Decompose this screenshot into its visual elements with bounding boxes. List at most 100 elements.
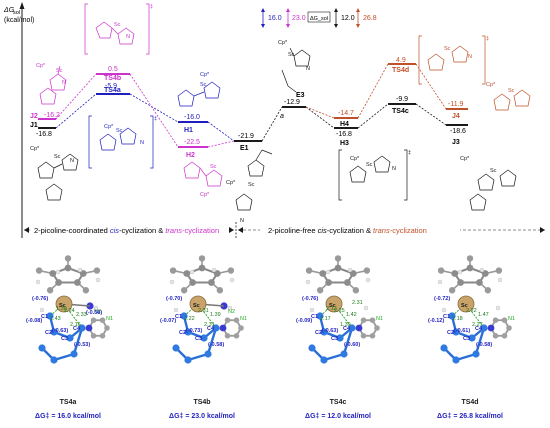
pyridyl-carbon bbox=[501, 317, 508, 324]
methyl-carbon bbox=[180, 287, 188, 294]
svg-text:N: N bbox=[62, 80, 66, 86]
svg-text:N: N bbox=[140, 140, 144, 146]
atom-label-c1: C1 bbox=[443, 314, 450, 320]
level-labels: J1 -16.8 J2 -16.2 TS4a -5.9 TS4b 0.5 H1 … bbox=[30, 57, 466, 159]
methyl-carbon bbox=[316, 287, 324, 294]
scandium-atom bbox=[325, 295, 343, 313]
substrate-carbon bbox=[184, 356, 192, 364]
substrate-carbon bbox=[50, 356, 58, 364]
path-magenta bbox=[55, 73, 235, 148]
scandium-atom bbox=[55, 295, 73, 313]
hydrogen-atom bbox=[309, 307, 315, 313]
charge-label: (-0.07) bbox=[160, 318, 176, 324]
structure-E1-sketch: Cp* Sc N bbox=[226, 149, 273, 224]
label-H4: H4 bbox=[340, 121, 349, 128]
ts-energy-TS4b: ΔG‡ = 23.0 kcal/mol bbox=[169, 413, 235, 420]
substrate-carbon bbox=[172, 344, 180, 352]
substrate-carbon bbox=[452, 328, 460, 336]
legend-value-blue: 16.0 bbox=[268, 15, 282, 22]
svg-text:N: N bbox=[306, 66, 310, 72]
methyl-carbon bbox=[305, 267, 313, 274]
legend-box bbox=[307, 11, 331, 23]
hydrogen-atom bbox=[305, 279, 311, 285]
distance-label: 1.47 bbox=[478, 312, 489, 318]
distance-label: 1.39 bbox=[56, 306, 67, 312]
methyl-carbon bbox=[198, 255, 206, 262]
label-J4: J4 bbox=[452, 113, 460, 120]
hydrogen-atom bbox=[227, 305, 233, 311]
atom-label-N1: N1 bbox=[106, 316, 113, 322]
label-H1: H1 bbox=[184, 127, 193, 134]
substrate-carbon bbox=[212, 324, 220, 332]
svg-text:Sc: Sc bbox=[54, 154, 61, 160]
ts-panel-TS4c: ScC1C2C3C4N1(-0.76)(-0.09)(-0.63)(-0.60)… bbox=[296, 255, 383, 420]
ring-carbon bbox=[213, 270, 221, 277]
hydrogen-atom bbox=[441, 307, 447, 313]
substrate-carbon bbox=[66, 334, 74, 342]
hydrogen-atom bbox=[457, 269, 463, 275]
structure-H1-sketch: Cp* Sc bbox=[177, 72, 221, 107]
label-H3: H3 bbox=[340, 140, 349, 147]
charge-label: (-0.70) bbox=[166, 296, 182, 302]
pyridyl-carbon bbox=[224, 332, 231, 339]
scandium-atom bbox=[457, 295, 475, 313]
pyridyl-carbon bbox=[501, 332, 508, 339]
legend: 16.0 23.0 ΔG_sol 12.0 26.8 bbox=[261, 8, 377, 28]
label-J1: J1 bbox=[30, 122, 38, 129]
substrate-carbon bbox=[468, 334, 476, 342]
methyl-carbon bbox=[64, 255, 72, 262]
legend-value-boxed: ΔG_sol bbox=[310, 16, 328, 22]
svg-text:N: N bbox=[126, 34, 130, 40]
substrate-carbon bbox=[480, 324, 488, 332]
pyridyl-carbon bbox=[360, 317, 367, 324]
pyridyl-carbon bbox=[369, 332, 376, 339]
ts-panel-TS4b: N2ScC1C2C3C4N1(-0.70)(-0.07)(-0.73)(-0.5… bbox=[160, 255, 247, 420]
path-orange bbox=[305, 63, 447, 119]
charge-label: (-0.76) bbox=[302, 296, 318, 302]
pyridyl-carbon bbox=[90, 317, 97, 324]
atom-label-N1: N1 bbox=[240, 316, 247, 322]
substrate-carbon bbox=[448, 312, 456, 320]
atom-label-c2: C2 bbox=[179, 330, 186, 336]
svg-text:Cp*: Cp* bbox=[460, 156, 470, 162]
ts-energy-TS4a: ΔG‡ = 16.0 kcal/mol bbox=[35, 413, 101, 420]
legend-arrowheads-magenta bbox=[286, 8, 290, 28]
atom-label-c1: C1 bbox=[41, 314, 48, 320]
pyridyl-carbon bbox=[374, 325, 380, 331]
value-H1: -16.0 bbox=[184, 114, 200, 121]
substrate-carbon bbox=[472, 350, 480, 358]
substrate-carbon bbox=[70, 350, 78, 358]
value-E1: -21.9 bbox=[238, 133, 254, 140]
distance-label: 2.24 bbox=[64, 308, 75, 314]
methyl-carbon bbox=[216, 287, 224, 294]
hydrogen-atom bbox=[479, 267, 485, 273]
svg-text:Sc: Sc bbox=[56, 68, 63, 74]
distance-label: 1.43 bbox=[50, 316, 61, 322]
substrate-carbon bbox=[348, 324, 356, 332]
atom-label-c3: C3 bbox=[463, 336, 470, 342]
substrate-carbon bbox=[316, 312, 324, 320]
substrate-carbon bbox=[78, 324, 86, 332]
value-E3: -12.9 bbox=[284, 99, 300, 106]
svg-text:Cp*: Cp* bbox=[278, 40, 288, 46]
ring-carbon bbox=[476, 279, 483, 286]
atom-label-c2: C2 bbox=[447, 330, 454, 336]
pyridyl-carbon bbox=[360, 332, 367, 339]
ring-carbon bbox=[49, 270, 57, 277]
pyridyl-carbon bbox=[99, 332, 106, 339]
substrate-carbon bbox=[204, 350, 212, 358]
ring-carbon bbox=[208, 279, 215, 286]
legend-value-black: 12.0 bbox=[341, 15, 355, 22]
svg-text:‡: ‡ bbox=[408, 150, 411, 156]
methyl-carbon bbox=[466, 255, 474, 262]
methyl-carbon bbox=[484, 287, 492, 294]
substrate-carbon bbox=[308, 344, 316, 352]
ring-carbon bbox=[349, 270, 357, 277]
levels bbox=[38, 63, 468, 148]
distance-label: 2.16 bbox=[70, 322, 81, 328]
svg-text:‡: ‡ bbox=[150, 4, 153, 10]
structure-J3-sketch: Cp* Sc bbox=[460, 156, 517, 211]
value-TS4b: 0.5 bbox=[108, 66, 118, 73]
svg-text:Sc: Sc bbox=[248, 182, 255, 188]
hydrogen-atom bbox=[95, 277, 101, 283]
